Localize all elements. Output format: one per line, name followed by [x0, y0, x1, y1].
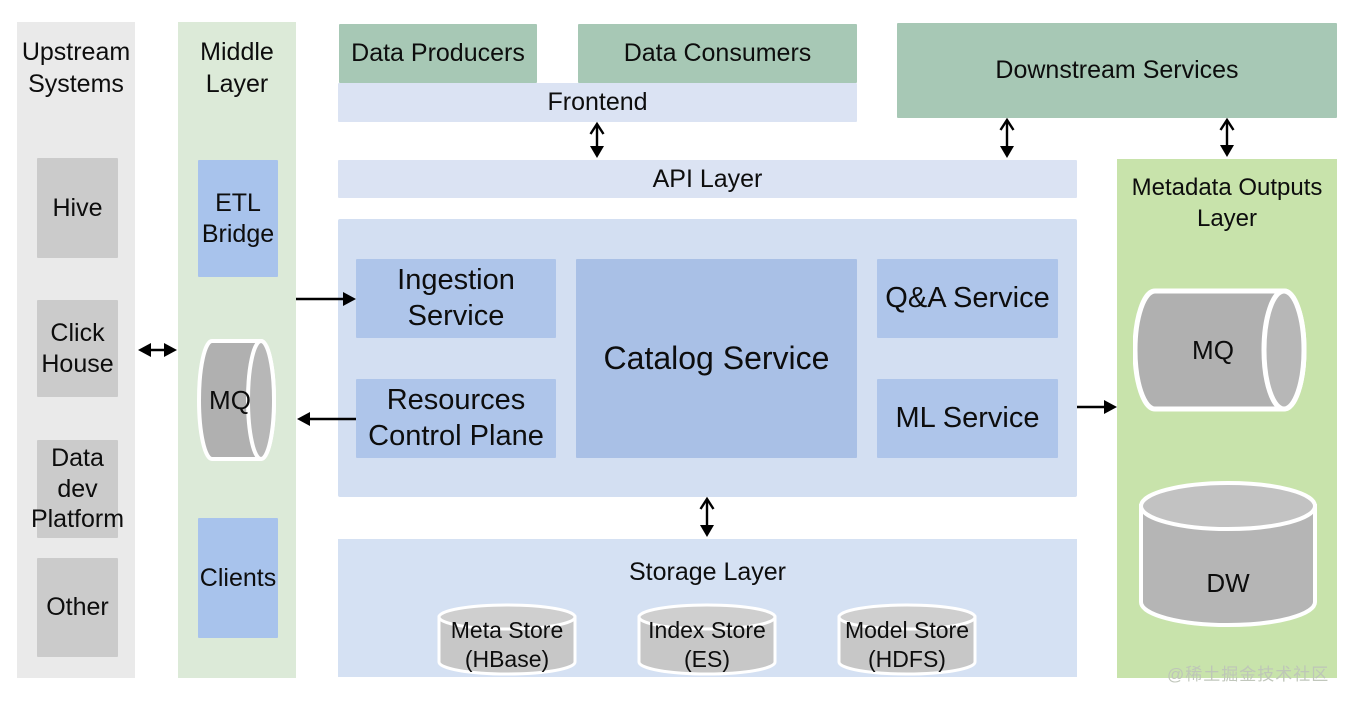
- arrow-ml-to-mq: [1077, 400, 1117, 414]
- downstream-services-label: Downstream Services: [995, 56, 1239, 85]
- metadata-outputs-title: Metadata Outputs Layer: [1131, 174, 1323, 232]
- clients-box: Clients: [198, 518, 278, 638]
- upstream-box-data-dev-platform: Data dev Platform: [31, 440, 124, 538]
- arrow-downstream-api: [999, 117, 1015, 158]
- qa-service-label: Q&A Service: [885, 281, 1050, 314]
- api-layer-label: API Layer: [652, 164, 763, 193]
- data-producers-label: Data Producers: [351, 39, 525, 68]
- catalog-service-label: Catalog Service: [603, 339, 830, 376]
- frontend-label: Frontend: [547, 88, 648, 117]
- etl-bridge-label: ETL Bridge: [201, 189, 275, 248]
- resources-control-plane-box: Resources Control Plane: [356, 379, 556, 458]
- arrow-upstream-mq: [138, 343, 177, 357]
- dw-label: DW: [1206, 567, 1250, 598]
- mq-cylinder-icon: [1133, 288, 1307, 412]
- storage-layer-title: Storage Layer: [628, 558, 787, 586]
- dw-cylinder: DW: [1138, 480, 1318, 628]
- other-label: Other: [46, 593, 109, 622]
- ingestion-service-box: Ingestion Service: [356, 259, 556, 338]
- qa-service-box: Q&A Service: [877, 259, 1058, 338]
- index-store-cylinder-icon: [637, 603, 777, 676]
- catalog-service-box: Catalog Service: [576, 259, 857, 458]
- mq-cylinder-icon: [197, 339, 276, 461]
- meta-store-cylinder: Meta Store (HBase): [437, 603, 577, 677]
- etl-bridge-box: ETL Bridge: [198, 160, 278, 277]
- data-producers-box: Data Producers: [339, 24, 537, 83]
- upstream-column-title: Upstream Systems: [21, 38, 131, 98]
- data-consumers-box: Data Consumers: [578, 24, 857, 83]
- output-mq-cylinder: MQ: [1133, 288, 1313, 412]
- middle-mq-label: MQ: [209, 384, 251, 415]
- upstream-box-other: Other: [37, 558, 118, 657]
- ml-service-box: ML Service: [877, 379, 1058, 458]
- meta-store-cylinder-icon: [437, 603, 577, 676]
- arrow-core-storage: [699, 496, 715, 537]
- data-consumers-label: Data Consumers: [623, 39, 812, 68]
- data-dev-platform-label: Data dev Platform: [30, 444, 125, 534]
- meta-store-label: Meta Store (HBase): [450, 617, 564, 672]
- model-store-cylinder-icon: [837, 603, 977, 676]
- resources-control-plane-label: Resources Control Plane: [368, 384, 544, 452]
- ingestion-service-label: Ingestion Service: [397, 264, 515, 332]
- api-layer-bar: API Layer: [338, 160, 1077, 198]
- watermark-text: @稀土掘金技术社区: [1167, 665, 1330, 684]
- index-store-label: Index Store (ES): [648, 617, 766, 672]
- arrow-downstream-metadata: [1219, 117, 1235, 157]
- ml-service-label: ML Service: [895, 401, 1040, 434]
- middle-mq-cylinder: MQ: [197, 338, 277, 462]
- frontend-bar: Frontend: [338, 83, 857, 122]
- model-store-cylinder: Model Store (HDFS): [837, 603, 977, 677]
- dw-cylinder-icon: [1139, 481, 1317, 627]
- clients-label: Clients: [199, 563, 277, 592]
- output-mq-label: MQ: [1192, 334, 1234, 365]
- middle-layer-title: Middle Layer: [200, 38, 274, 98]
- index-store-cylinder: Index Store (ES): [637, 603, 777, 677]
- upstream-box-hive: Hive: [37, 158, 118, 258]
- hive-label: Hive: [52, 193, 103, 222]
- arrow-frontend-api: [589, 121, 605, 158]
- clickhouse-label: Click House: [41, 319, 114, 378]
- downstream-services-box: Downstream Services: [897, 23, 1337, 118]
- upstream-box-clickhouse: Click House: [37, 300, 118, 397]
- model-store-label: Model Store (HDFS): [844, 617, 969, 672]
